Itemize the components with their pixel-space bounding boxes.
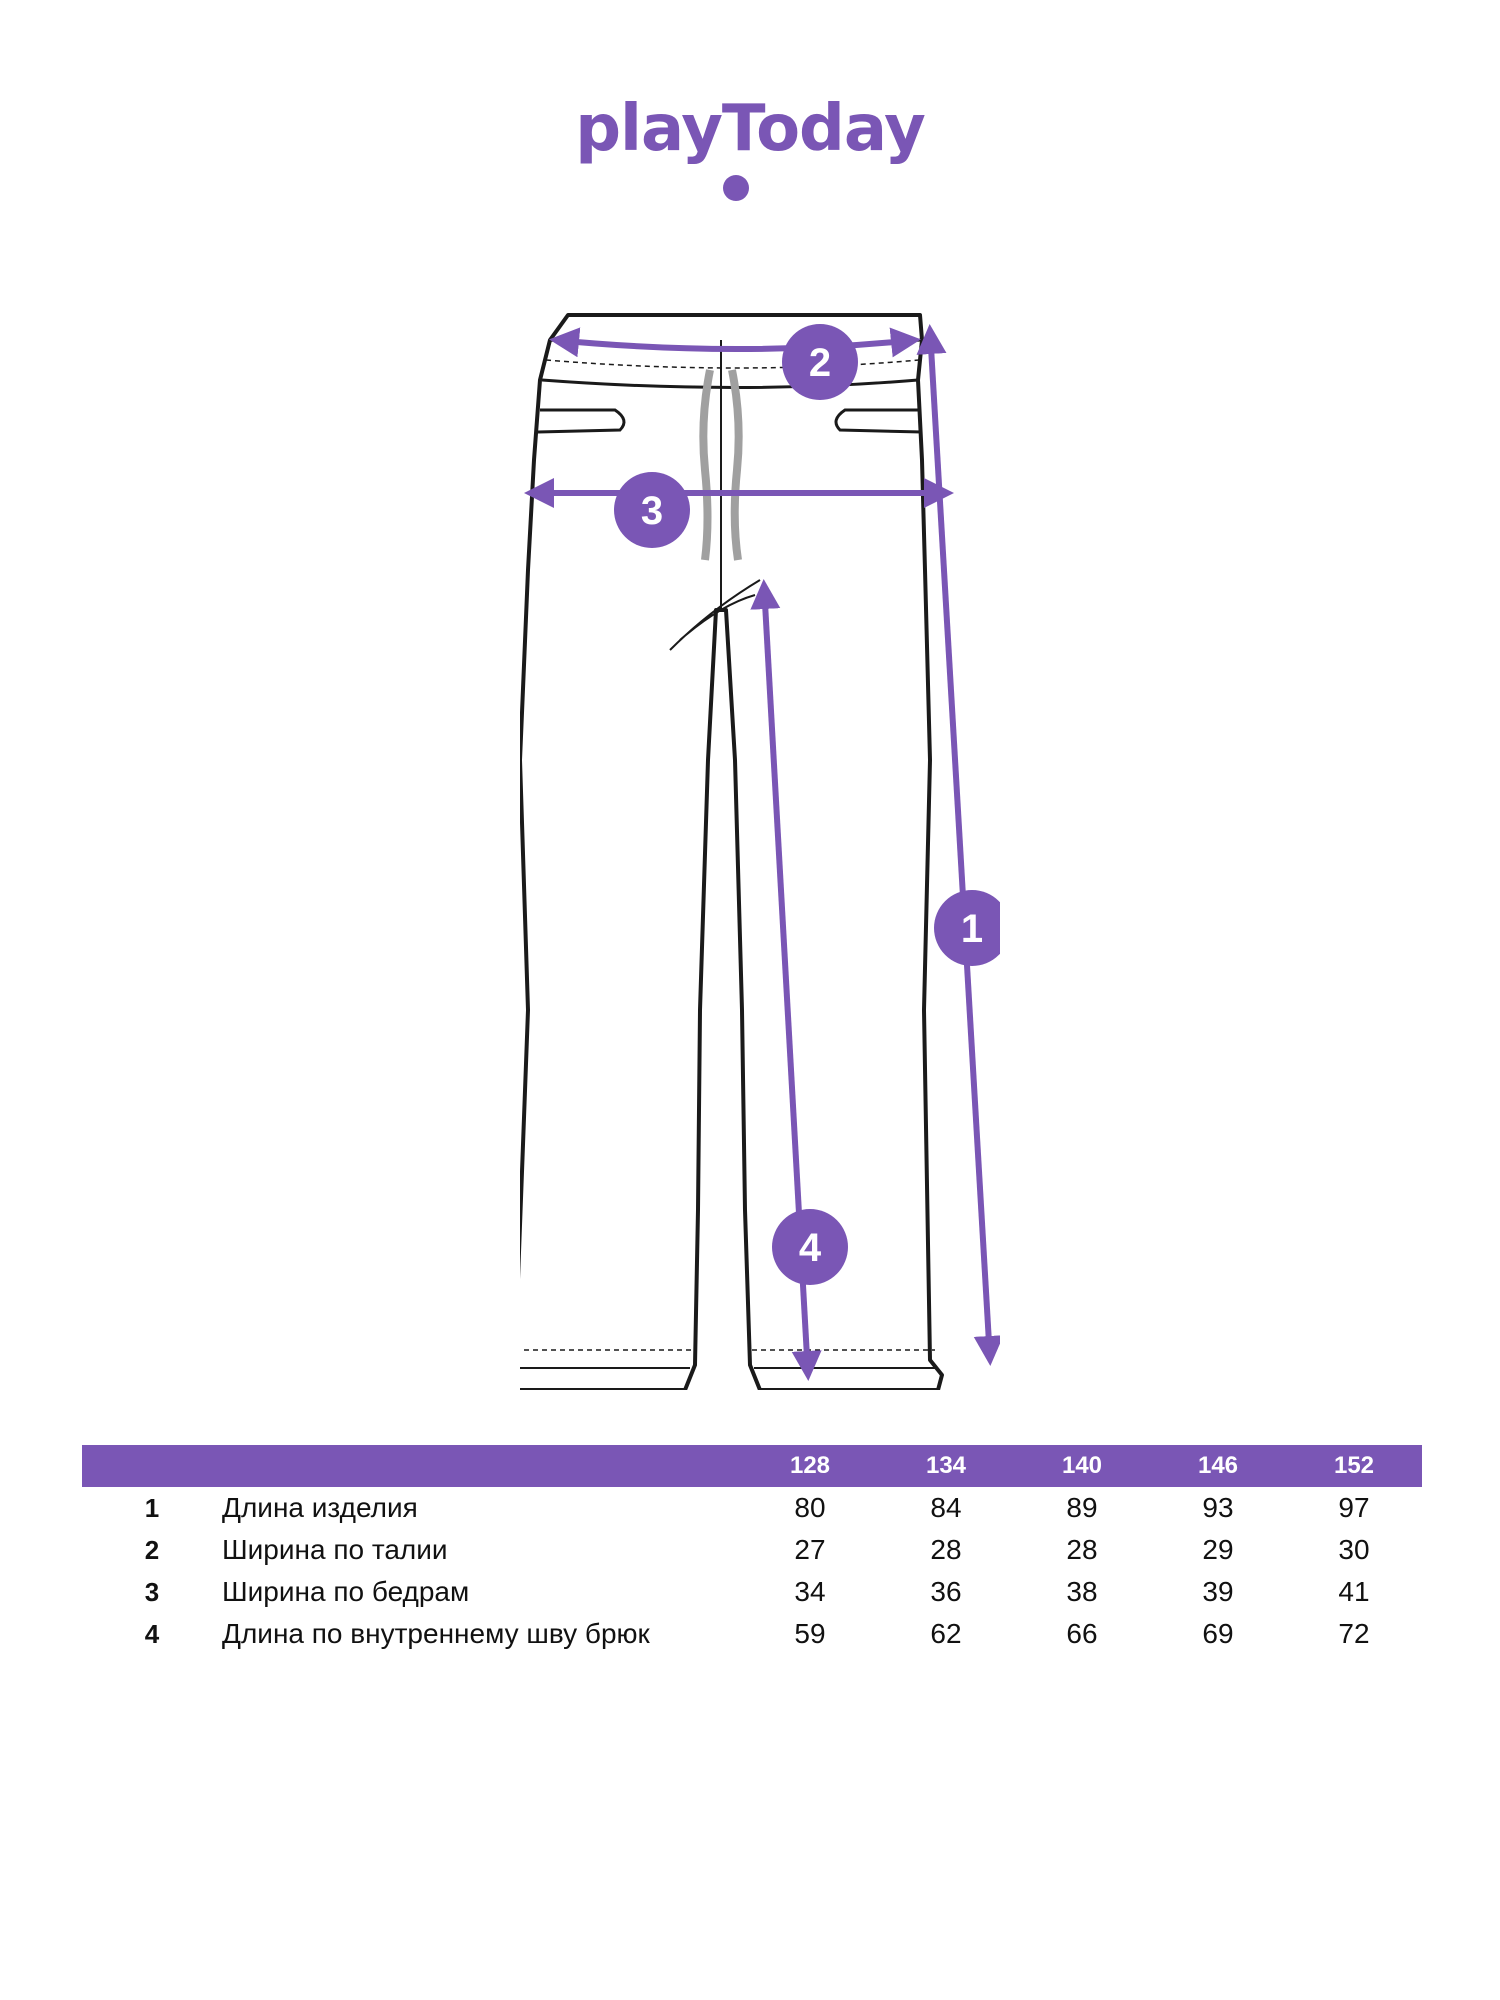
row-name: Ширина по бедрам [222,1576,470,1607]
marker-4-label: 4 [799,1226,822,1270]
size-header: 134 [878,1445,1014,1487]
right-pocket [834,408,923,434]
row-number: 2 [144,1534,160,1565]
row-number: 1 [144,1492,160,1523]
table-row: 4 Длина по внутреннему шву брюк 59 62 66… [82,1613,1422,1655]
row-value: 39 [1202,1576,1234,1607]
waistband-stitch [545,359,920,369]
brand-logo-dot [723,175,749,201]
row-value: 62 [930,1618,962,1649]
row-value: 41 [1338,1576,1370,1607]
row-value: 34 [794,1576,826,1607]
size-header: 146 [1150,1445,1286,1487]
size-header-row: 128 134 140 146 152 [82,1445,1422,1487]
left-pocket [537,408,626,434]
marker-1: 1 [934,890,1000,966]
drawstring-right [728,369,743,561]
row-value: 66 [1066,1618,1098,1649]
marker-2: 2 [782,324,858,400]
brand-logo: playToday [575,92,926,166]
row-number: 4 [144,1618,160,1649]
marker-1-label: 1 [961,907,983,951]
table-row: 1 Длина изделия 80 84 89 93 97 [82,1487,1422,1529]
row-value: 36 [930,1576,962,1607]
row-value: 28 [930,1534,962,1565]
row-value: 84 [930,1492,962,1523]
pants-diagram: 1 2 3 4 [520,313,1000,1390]
header-spacer [82,1445,222,1487]
size-table: 128 134 140 146 152 1 Длина изделия 80 8… [82,1445,1422,1655]
row-value: 93 [1202,1492,1234,1523]
marker-3-label: 3 [641,489,663,533]
crotch-fold [669,579,761,651]
marker-2-label: 2 [809,341,831,385]
measure-line-1 [916,324,1000,1366]
row-value: 30 [1338,1534,1370,1565]
row-name: Длина изделия [222,1492,418,1523]
row-value: 28 [1066,1534,1098,1565]
row-value: 29 [1202,1534,1234,1565]
size-header: 152 [1286,1445,1422,1487]
row-name: Длина по внутреннему шву брюк [222,1618,650,1649]
row-number: 3 [144,1576,160,1607]
measure-line-2 [549,327,921,358]
row-value: 59 [794,1618,826,1649]
row-value: 72 [1338,1618,1370,1649]
row-value: 89 [1066,1492,1098,1523]
row-value: 80 [794,1492,826,1523]
marker-3: 3 [614,472,690,548]
row-value: 27 [794,1534,826,1565]
row-name: Ширина по талии [222,1534,448,1565]
pants-outline [520,313,944,1390]
row-value: 69 [1202,1618,1234,1649]
table-row: 2 Ширина по талии 27 28 28 29 30 [82,1529,1422,1571]
size-header: 128 [742,1445,878,1487]
size-header: 140 [1014,1445,1150,1487]
row-value: 97 [1338,1492,1370,1523]
header-spacer [222,1445,742,1487]
table-row: 3 Ширина по бедрам 34 36 38 39 41 [82,1571,1422,1613]
marker-4: 4 [772,1209,848,1285]
row-value: 38 [1066,1576,1098,1607]
drawstring-left [699,369,714,561]
